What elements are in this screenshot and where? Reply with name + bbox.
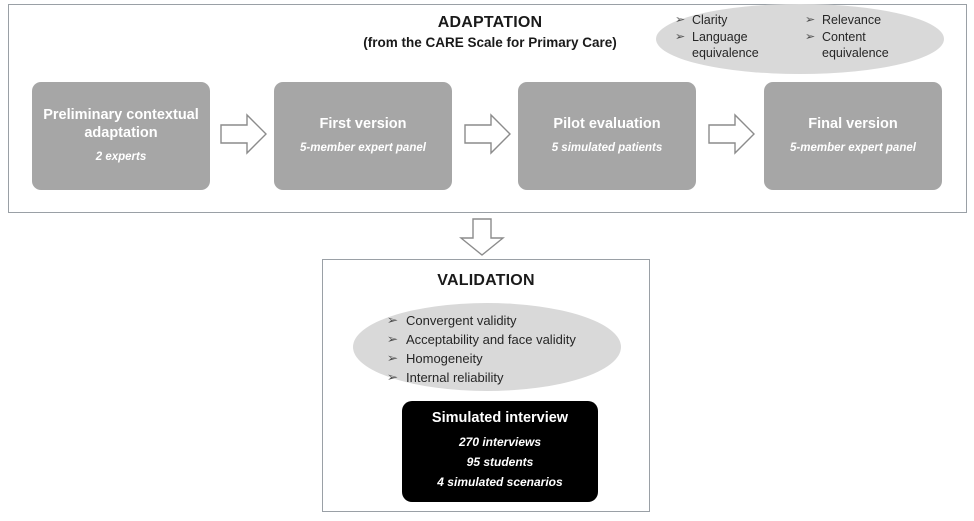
results-box-title: Simulated interview bbox=[431, 410, 569, 427]
arrow-bullet-icon: ➢ bbox=[386, 350, 399, 365]
criteria-item-label: Clarity bbox=[692, 13, 728, 27]
process-box-subtitle: 5-member expert panel bbox=[790, 142, 916, 155]
validity-item: ➢ Homogeneity bbox=[386, 350, 618, 367]
criteria-bullet-list: ➢ Clarity ➢ Language equivalence ➢ Relev… bbox=[674, 13, 926, 63]
criteria-column-right: ➢ Relevance ➢ Content equivalence bbox=[804, 13, 918, 63]
arrow-bullet-icon: ➢ bbox=[674, 13, 686, 26]
arrow-bullet-icon: ➢ bbox=[386, 369, 399, 384]
results-box-simulated-interview: Simulated interview 270 interviews 95 st… bbox=[402, 401, 598, 502]
adaptation-title: ADAPTATION bbox=[437, 14, 543, 31]
process-box-subtitle: 2 experts bbox=[95, 150, 147, 163]
results-stat: 95 students bbox=[466, 455, 534, 470]
validity-item-label: Homogeneity bbox=[406, 350, 483, 366]
process-box-final-version: Final version 5-member expert panel bbox=[764, 82, 942, 190]
criteria-item: ➢ Clarity bbox=[674, 13, 788, 28]
criteria-item-label: Content equivalence bbox=[822, 30, 889, 60]
criteria-item-label: Relevance bbox=[822, 13, 882, 27]
arrow-bullet-icon: ➢ bbox=[804, 13, 816, 26]
arrow-right-icon bbox=[220, 112, 267, 156]
process-box-title: Preliminary contextual adaptation bbox=[43, 107, 199, 141]
criteria-item: ➢ Language equivalence bbox=[674, 30, 788, 61]
process-box-title: Pilot evaluation bbox=[553, 116, 661, 133]
criteria-ellipse bbox=[656, 4, 944, 74]
validity-item: ➢ Internal reliability bbox=[386, 369, 618, 386]
arrow-bullet-icon: ➢ bbox=[674, 30, 686, 44]
results-stat: 4 simulated scenarios bbox=[437, 474, 563, 489]
process-box-title: Final version bbox=[808, 116, 898, 133]
arrow-bullet-icon: ➢ bbox=[804, 30, 816, 44]
adaptation-subtitle: (from the CARE Scale for Primary Care) bbox=[363, 35, 617, 50]
process-box-preliminary-contextual-adaptation: Preliminary contextual adaptation 2 expe… bbox=[32, 82, 210, 190]
criteria-item: ➢ Content equivalence bbox=[804, 30, 918, 61]
arrow-bullet-icon: ➢ bbox=[386, 313, 399, 327]
validity-ellipse bbox=[353, 303, 621, 391]
arrow-bullet-icon: ➢ bbox=[386, 331, 399, 346]
validity-item-label: Internal reliability bbox=[406, 369, 504, 385]
arrow-right-icon bbox=[708, 112, 755, 156]
process-box-subtitle: 5 simulated patients bbox=[551, 142, 663, 155]
results-stat: 270 interviews bbox=[458, 435, 542, 450]
process-box-pilot-evaluation: Pilot evaluation 5 simulated patients bbox=[518, 82, 696, 190]
arrow-down-icon bbox=[458, 218, 506, 256]
validity-bullet-list: ➢ Convergent validity ➢ Acceptability an… bbox=[386, 313, 618, 388]
validity-item: ➢ Convergent validity bbox=[386, 313, 618, 329]
validity-item: ➢ Acceptability and face validity bbox=[386, 331, 618, 348]
arrow-right-icon bbox=[464, 112, 511, 156]
criteria-column-left: ➢ Clarity ➢ Language equivalence bbox=[674, 13, 788, 63]
criteria-item: ➢ Relevance bbox=[804, 13, 918, 28]
criteria-item-label: Language equivalence bbox=[692, 30, 759, 60]
validity-item-label: Acceptability and face validity bbox=[406, 331, 576, 347]
validity-item-label: Convergent validity bbox=[406, 313, 517, 328]
process-box-title: First version bbox=[319, 116, 407, 133]
process-box-first-version: First version 5-member expert panel bbox=[274, 82, 452, 190]
validation-title: VALIDATION bbox=[437, 272, 535, 289]
process-box-subtitle: 5-member expert panel bbox=[300, 142, 426, 155]
